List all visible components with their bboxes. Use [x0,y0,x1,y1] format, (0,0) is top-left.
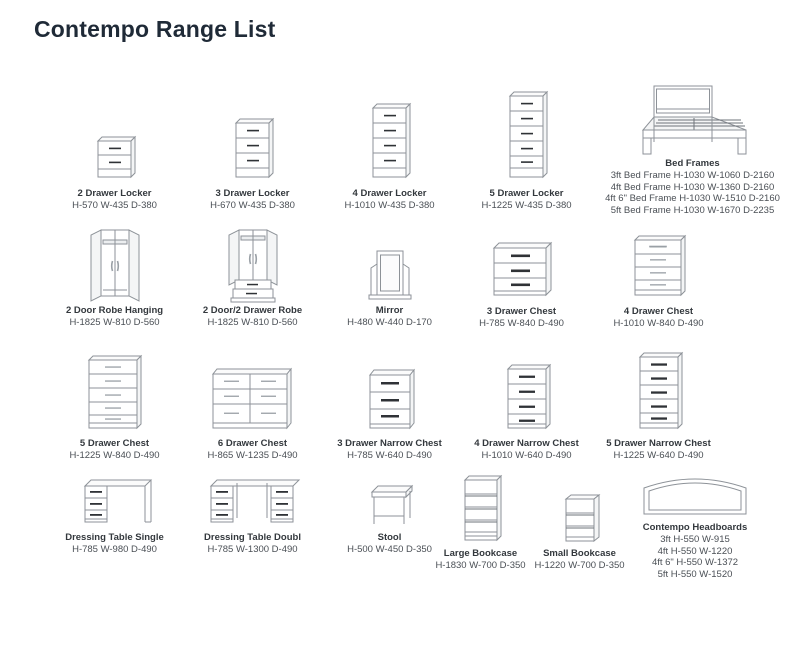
chest-3-drawer-icon [454,238,589,304]
product-dimensions: H-785 W-980 D-490 [72,544,157,555]
product-dimensions-line-1: 3ft Bed Frame H-1030 W-1060 D-2160 [610,170,775,181]
bed-frame-icon [585,84,800,156]
product-cell-stool[interactable]: Stool H-500 W-450 D-350 [322,480,457,556]
product-name: 4 Drawer Locker [352,188,427,199]
drawer-locker-4-icon [322,95,457,186]
product-cell-4-drawer-locker[interactable]: 4 Drawer Locker H-1010 W-435 D-380 [322,95,457,212]
product-dimensions-line-3: 4ft 6" H-550 W-1372 [651,557,739,568]
dressing-table-double-icon [185,474,320,530]
chest-6-drawer-icon [185,362,320,436]
product-dimensions: H-1825 W-810 D-560 [207,317,298,328]
product-name: Dressing Table Doubl [204,532,301,543]
product-cell-5-drawer-locker[interactable]: 5 Drawer Locker H-1225 W-435 D-380 [459,83,594,212]
product-cell-2-door-robe-hanging[interactable]: 2 Door Robe Hanging H-1825 W-810 D-560 [47,228,182,329]
robe-2-door-2-drawer-icon [185,228,320,303]
page-title: Contempo Range List [34,16,276,42]
narrow-chest-3-drawer-icon [322,362,457,436]
product-name: Dressing Table Single [65,532,164,543]
product-name: 4 Drawer Narrow Chest [474,438,579,449]
product-name: 6 Drawer Chest [217,438,288,449]
product-name: 2 Door/2 Drawer Robe [202,305,303,316]
product-dimensions: H-1010 W-435 D-380 [344,200,435,211]
product-cell-6-drawer-chest[interactable]: 6 Drawer Chest H-865 W-1235 D-490 [185,362,320,462]
product-cell-contempo-headboards[interactable]: Contempo Headboards 3ft H-550 W-915 4ft … [600,470,790,580]
product-dimensions: H-785 W-640 D-490 [347,450,432,461]
bookcase-large-icon [413,472,548,546]
product-name: Mirror [375,305,404,316]
product-dimensions: H-570 W-435 D-380 [72,200,157,211]
narrow-chest-5-drawer-icon [591,348,726,436]
stool-icon [322,480,457,530]
product-name: Contempo Headboards [642,522,748,533]
product-name: Stool [377,532,402,543]
product-name: 2 Drawer Locker [77,188,152,199]
product-dimensions: H-865 W-1235 D-490 [207,450,298,461]
product-cell-dressing-table-double[interactable]: Dressing Table Doubl H-785 W-1300 D-490 [185,474,320,556]
product-dimensions: H-670 W-435 D-380 [210,200,295,211]
product-name: Small Bookcase [543,548,616,559]
product-dimensions-line-4: 5ft Bed Frame H-1030 W-1670 D-2235 [610,204,775,216]
product-name: 2 Door Robe Hanging [65,305,164,316]
product-name: 3 Drawer Locker [215,188,290,199]
product-dimensions: H-1825 W-810 D-560 [69,317,160,328]
product-cell-bed-frames[interactable]: Bed Frames 3ft Bed Frame H-1030 W-1060 D… [585,84,800,216]
product-cell-2-door-2-drawer-robe[interactable]: 2 Door/2 Drawer Robe H-1825 W-810 D-560 [185,228,320,329]
product-dimensions: H-1225 W-435 D-380 [481,200,572,211]
product-cell-3-drawer-locker[interactable]: 3 Drawer Locker H-670 W-435 D-380 [185,110,320,212]
product-dimensions: H-1225 W-640 D-490 [613,450,704,461]
product-name: 4 Drawer Chest [623,306,694,317]
product-cell-5-drawer-narrow-chest[interactable]: 5 Drawer Narrow Chest H-1225 W-640 D-490 [591,348,726,462]
bookcase-small-icon [512,491,647,546]
product-cell-5-drawer-chest[interactable]: 5 Drawer Chest H-1225 W-840 D-490 [47,352,182,462]
product-name: 3 Drawer Narrow Chest [337,438,442,449]
product-dimensions-line-4: 5ft H-550 W-1520 [657,568,733,580]
product-dimensions: H-1010 W-640 D-490 [481,450,572,461]
product-dimensions-line-3: 4ft 6" Bed Frame H-1030 W-1510 D-2160 [605,193,780,204]
product-name: 5 Drawer Narrow Chest [606,438,711,449]
product-cell-large-bookcase[interactable]: Large Bookcase H-1830 W-700 D-350 [413,472,548,572]
product-name: 3 Drawer Chest [486,306,557,317]
product-cell-dressing-table-single[interactable]: Dressing Table Single H-785 W-980 D-490 [47,474,182,556]
product-cell-4-drawer-narrow-chest[interactable]: 4 Drawer Narrow Chest H-1010 W-640 D-490 [459,358,594,462]
product-dimensions: H-785 W-840 D-490 [479,318,564,329]
product-cell-4-drawer-chest[interactable]: 4 Drawer Chest H-1010 W-840 D-490 [591,228,726,330]
product-dimensions: H-1830 W-700 D-350 [435,560,526,571]
product-dimensions: H-480 W-440 D-170 [347,317,432,328]
product-dimensions-line-1: 3ft H-550 W-915 [660,534,730,545]
dressing-table-single-icon [47,474,182,530]
product-cell-2-drawer-locker[interactable]: 2 Drawer Locker H-570 W-435 D-380 [47,128,182,212]
drawer-locker-2-icon [47,128,182,186]
chest-5-drawer-icon [47,352,182,436]
product-cell-mirror[interactable]: Mirror H-480 W-440 D-170 [322,248,457,329]
product-dimensions: H-1225 W-840 D-490 [69,450,160,461]
headboard-icon [600,470,790,520]
chest-4-drawer-icon [591,228,726,304]
product-name: Large Bookcase [443,548,518,559]
product-dimensions-line-2: 4ft H-550 W-1220 [657,545,733,557]
drawer-locker-3-icon [185,110,320,186]
product-name: Bed Frames [665,158,720,169]
product-dimensions: H-1010 W-840 D-490 [613,318,704,329]
product-name: 5 Drawer Chest [79,438,150,449]
product-dimensions: H-1220 W-700 D-350 [534,560,625,571]
product-dimensions: H-500 W-450 D-350 [347,544,432,555]
product-name: 5 Drawer Locker [489,188,564,199]
product-cell-3-drawer-narrow-chest[interactable]: 3 Drawer Narrow Chest H-785 W-640 D-490 [322,362,457,462]
product-cell-small-bookcase[interactable]: Small Bookcase H-1220 W-700 D-350 [512,491,647,572]
product-dimensions: H-785 W-1300 D-490 [207,544,298,555]
drawer-locker-5-icon [459,83,594,186]
narrow-chest-4-drawer-icon [459,358,594,436]
mirror-icon [322,248,457,303]
product-cell-3-drawer-chest[interactable]: 3 Drawer Chest H-785 W-840 D-490 [454,238,589,330]
robe-2-door-hanging-icon [47,228,182,303]
product-dimensions-line-2: 4ft Bed Frame H-1030 W-1360 D-2160 [610,181,775,193]
